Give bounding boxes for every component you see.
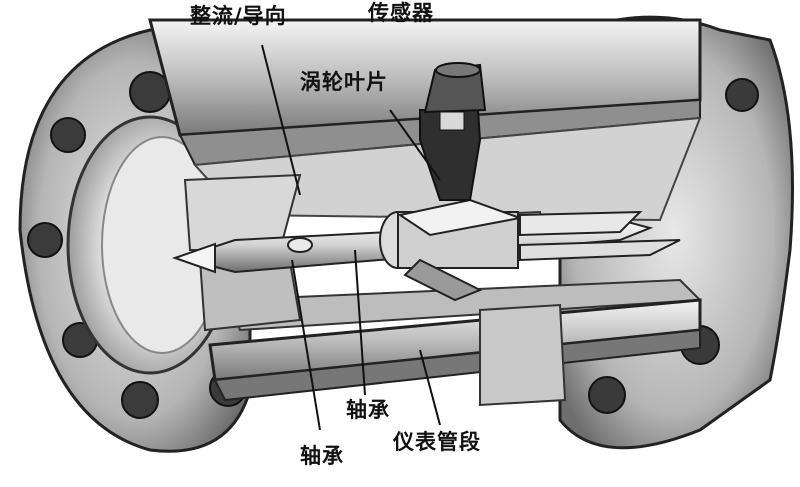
leader-turbine-blade bbox=[389, 109, 441, 181]
turbine-blade bbox=[519, 210, 643, 237]
label-rectifier: 整流/导向 bbox=[190, 4, 287, 28]
leader-bearing-inner bbox=[354, 249, 366, 396]
turbine-rotor bbox=[287, 198, 681, 302]
leader-lines bbox=[261, 44, 441, 431]
bolt-hole bbox=[725, 78, 759, 112]
sensor-unit bbox=[419, 62, 487, 201]
leader-bearing-outer bbox=[291, 259, 321, 431]
bolt-hole bbox=[588, 376, 626, 414]
label-turbine-blade: 涡轮叶片 bbox=[300, 70, 388, 94]
label-bearing-inner: 轴承 bbox=[346, 398, 390, 422]
leader-rectifier bbox=[261, 44, 301, 196]
turbine-blade bbox=[403, 258, 483, 302]
bolt-hole bbox=[27, 222, 63, 258]
lower-pipe-wall bbox=[208, 278, 703, 407]
turbine-blade bbox=[519, 239, 681, 262]
leader-meter-tube bbox=[419, 349, 441, 426]
label-bearing-outer: 轴承 bbox=[300, 444, 344, 468]
label-meter-tube: 仪表管段 bbox=[393, 430, 481, 454]
bolt-hole bbox=[121, 381, 159, 419]
nose-cone bbox=[171, 242, 216, 274]
bolt-hole bbox=[50, 117, 86, 153]
label-sensor: 传感器 bbox=[368, 1, 434, 25]
